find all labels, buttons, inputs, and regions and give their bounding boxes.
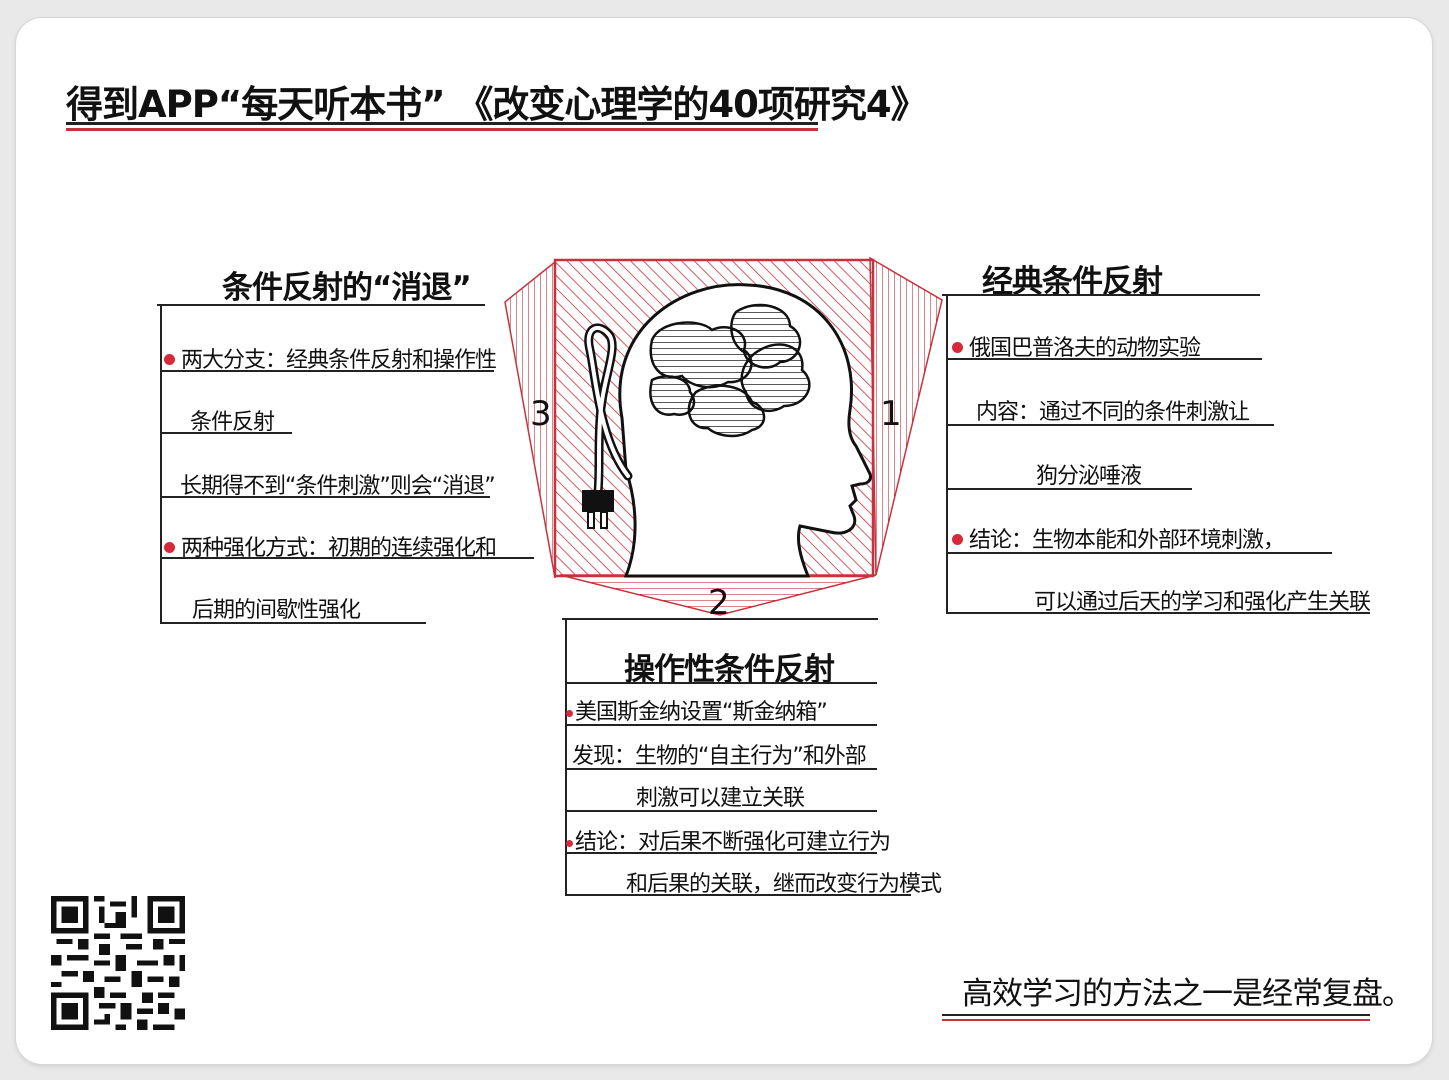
bullet-dot [952, 534, 963, 545]
section3-title-line [157, 304, 485, 306]
rule [160, 557, 534, 559]
rule [565, 894, 911, 896]
section1-title-line [942, 294, 1260, 296]
rule [946, 552, 1332, 554]
rule [160, 370, 494, 372]
branch-number-3: 3 [530, 394, 552, 434]
section1-item-2: 内容：通过不同的条件刺激让 [976, 400, 1250, 425]
footer-underline-red [942, 1019, 1370, 1021]
section1-item-1: 俄国巴普洛夫的动物实验 [952, 330, 1201, 362]
bullet-dot [566, 840, 573, 847]
page-title: 得到APP“每天听本书” 《改变心理学的40项研究4》 [66, 83, 928, 126]
rule [946, 488, 1192, 490]
qr-code-icon [51, 896, 185, 1030]
section3-title: 条件反射的“消退” [222, 270, 472, 306]
section3-item-3: 两种强化方式：初期的连续强化和 [164, 530, 497, 562]
bullet-dot [164, 542, 175, 553]
footer-motto: 高效学习的方法之一是经常复盘。 [962, 976, 1413, 1012]
rule [565, 768, 877, 770]
bullet-dot [952, 342, 963, 353]
rule [160, 622, 426, 624]
section1-item-3: 结论：生物本能和外部环境刺激， [952, 522, 1285, 554]
rule [565, 724, 877, 726]
section1-bracket [946, 294, 948, 614]
title-underline [66, 122, 818, 125]
rule [565, 682, 877, 684]
section3-item-1-cont: 条件反射 [190, 410, 275, 435]
plug-icon [582, 490, 614, 529]
section2-item-3-cont: 和后果的关联，继而改变行为模式 [626, 872, 942, 897]
rule [565, 852, 877, 854]
rule [160, 432, 292, 434]
footer-underline [942, 1014, 1370, 1016]
section3-item-1: 两大分支：经典条件反射和操作性 [164, 342, 497, 374]
section2-bracket [565, 618, 567, 896]
section3-item-2: 长期得不到“条件刺激”则会“消退” [180, 474, 496, 499]
branch-number-1: 1 [880, 394, 902, 434]
section3-bracket [160, 304, 162, 624]
bullet-dot [164, 354, 175, 365]
section1-item-3-cont: 可以通过后天的学习和强化产生关联 [1034, 590, 1371, 615]
section3-item-3-cont: 后期的间歇性强化 [192, 598, 361, 623]
rule [565, 810, 877, 812]
rule [160, 496, 490, 498]
section1-item-2-cont: 狗分泌唾液 [1036, 464, 1142, 489]
rule [946, 358, 1262, 360]
bullet-dot [566, 710, 573, 717]
section2-item-2: 发现：生物的“自主行为”和外部 [572, 744, 867, 769]
section2-top-line [562, 618, 878, 620]
section2-item-3: 结论：对后果不断强化可建立行为 [566, 824, 891, 856]
rule [946, 612, 1370, 614]
rule [946, 424, 1274, 426]
section2-item-2-cont: 刺激可以建立关联 [636, 786, 805, 811]
brain-icon [649, 303, 811, 438]
title-underline-red [66, 128, 818, 131]
section2-item-1: 美国斯金纳设置“斯金纳箱” [566, 694, 828, 726]
branch-number-2: 2 [708, 583, 730, 623]
